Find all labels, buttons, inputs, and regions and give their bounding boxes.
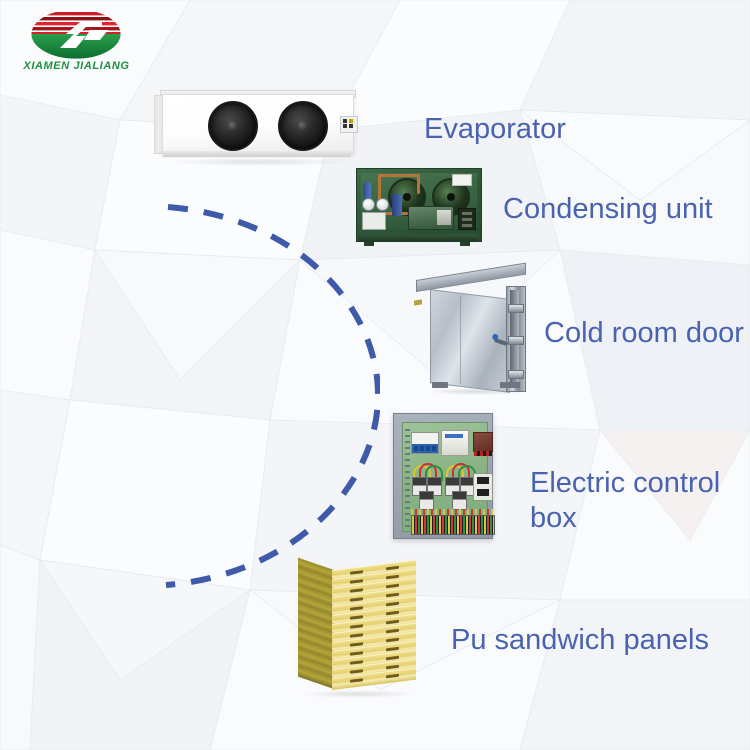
temperature-controller: [473, 473, 493, 501]
nameplate: [452, 174, 472, 186]
callout-label-electric-control-box: Electric control box: [530, 467, 721, 535]
callout-label-cold-room-door: Cold room door: [544, 317, 744, 349]
door-shadow: [428, 388, 524, 395]
terminal-strip: [411, 515, 495, 535]
pu-panel: [298, 665, 416, 690]
callout-label-evaporator: Evaporator: [424, 113, 566, 145]
evaporator-junction-box: [340, 116, 358, 133]
base-foot: [364, 242, 374, 246]
circuit-breaker: [411, 432, 439, 454]
brand-name: XIAMEN JIALIANG: [23, 60, 130, 72]
callout-label-pu-sandwich-panels: Pu sandwich panels: [451, 624, 709, 656]
oil-separator: [392, 194, 402, 216]
door-floor-guide: [500, 382, 520, 388]
base-foot: [460, 242, 470, 246]
door-roller: [508, 304, 524, 313]
evaporator-fan: [208, 101, 258, 151]
condensing-unit-base: [358, 234, 478, 242]
compressor: [408, 206, 454, 230]
pu-sandwich-panels-photo: [298, 557, 420, 698]
terminal-block: [458, 208, 476, 230]
dashed-circle-highlight: [165, 204, 380, 588]
contactor: [452, 491, 467, 510]
phase-relay: [441, 430, 469, 456]
door-roller: [508, 370, 524, 379]
transformer: [473, 432, 493, 456]
copper-pipe: [417, 174, 420, 194]
condensing-unit-photo: [356, 168, 484, 252]
door-floor-guide: [432, 382, 448, 388]
wire-loop: [425, 465, 443, 481]
control-box-backplate: [402, 422, 495, 535]
panel-stack: [298, 557, 420, 692]
panel-stack-shadow: [302, 690, 414, 698]
evaporator-drain-pan: [163, 151, 351, 157]
copper-pipe: [378, 174, 381, 206]
door-seam: [460, 295, 461, 385]
copper-pipe: [378, 174, 420, 177]
pressure-gauge: [376, 198, 389, 211]
receiver-tank: [363, 182, 371, 200]
rail-end-cap: [414, 299, 422, 306]
copper-pipe: [372, 212, 408, 215]
contactor: [419, 491, 434, 510]
mounting-rail: [405, 429, 410, 527]
evaporator-photo: [150, 88, 365, 168]
brand-logo: XIAMEN JIALIANG: [14, 8, 139, 78]
door-roller: [508, 336, 524, 345]
pressure-gauge: [362, 198, 375, 211]
cold-room-door-photo: [414, 262, 536, 396]
electric-control-box-photo: [393, 413, 495, 541]
jialiang-ellipse-logo-icon: [30, 8, 122, 60]
control-box-enclosure: [393, 413, 495, 539]
callout-label-condensing-unit: Condensing unit: [503, 193, 713, 225]
evaporator-fan: [278, 101, 328, 151]
control-panel: [362, 212, 386, 230]
evaporator-shadow: [168, 158, 348, 166]
wiring-harness: [411, 509, 493, 516]
